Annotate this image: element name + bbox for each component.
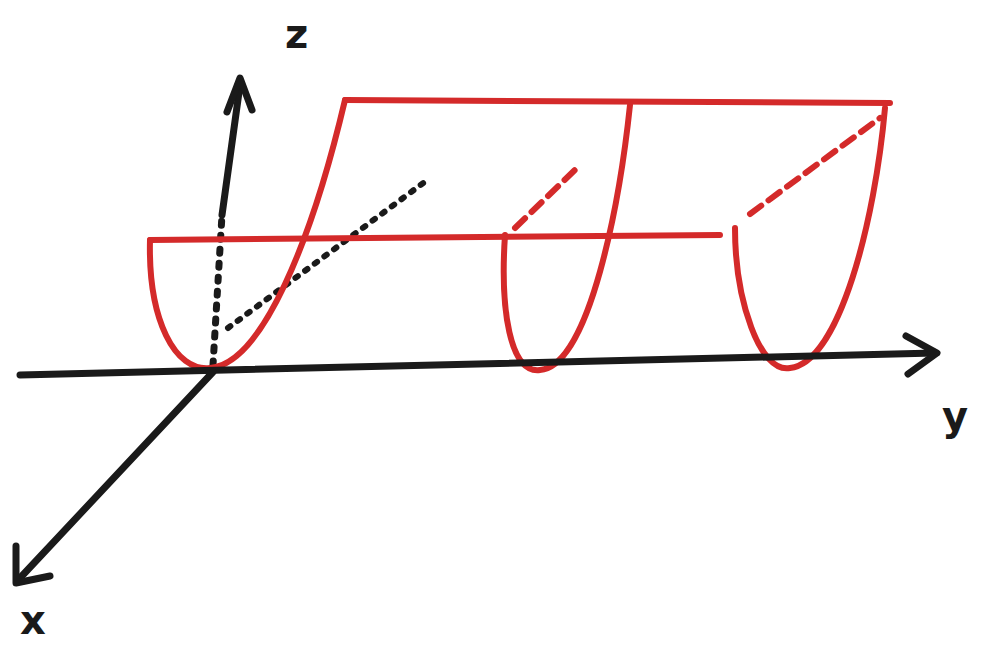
arrow-head [227,78,252,112]
surface-edge [345,100,890,103]
arrow-head [16,546,50,583]
axes [16,78,937,583]
arrow-head [906,336,937,374]
parabola-curve [150,100,345,368]
axis-label: x [20,600,46,640]
axis-label: z [285,14,308,54]
y-axis [20,353,935,375]
surface-outline [150,100,890,370]
hidden-x-axis [228,178,430,328]
hidden-curve [515,165,580,228]
surface-edge [150,235,720,240]
hidden-curve [750,118,880,214]
axis-label: y [942,396,968,436]
x-axis [20,372,213,578]
parabola-curve [735,108,885,368]
